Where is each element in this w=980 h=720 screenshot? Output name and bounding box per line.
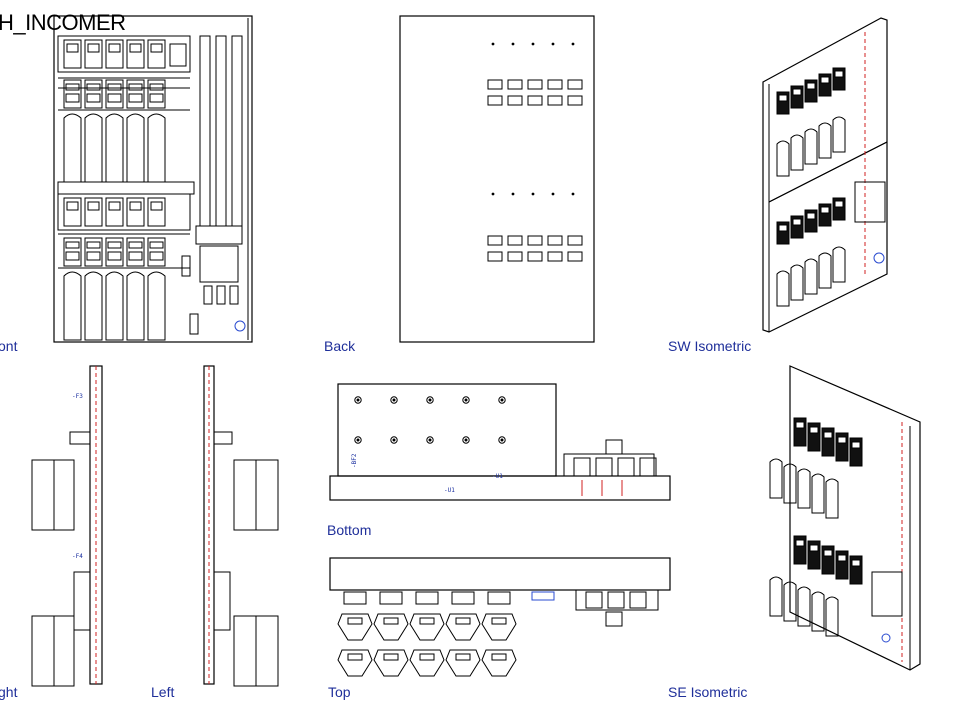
se-isometric-label: SE Isometric	[668, 684, 748, 700]
se-isometric-view[interactable]	[760, 362, 930, 674]
svg-text:-U1: -U1	[492, 473, 503, 480]
back-mounting-points	[487, 42, 583, 262]
sw-isometric-label: SW Isometric	[668, 338, 752, 354]
right-view[interactable]: -F3 -F4	[28, 362, 108, 688]
left-view-label: Left	[151, 684, 175, 700]
bottom-components	[354, 396, 657, 496]
top-components	[337, 589, 659, 677]
drawing-title: H_INCOMER	[0, 10, 126, 35]
bottom-u1-tag: -U1	[444, 487, 455, 494]
sw-iso-components	[768, 32, 888, 307]
se-iso-components	[769, 417, 903, 662]
sw-iso-enclosure	[762, 17, 888, 333]
front-breaker-grid	[57, 18, 249, 341]
top-view-label: Top	[328, 684, 351, 700]
right-view-label: ght	[0, 684, 18, 700]
left-view[interactable]	[200, 362, 282, 688]
se-iso-enclosure	[789, 365, 921, 671]
bottom-view-label: Bottom	[327, 522, 372, 538]
back-view[interactable]	[398, 14, 598, 346]
front-panel-outline	[53, 15, 253, 343]
svg-text:-F3: -F3	[72, 393, 83, 400]
front-view[interactable]	[50, 14, 260, 346]
bottom-view[interactable]: -U1 -U1 -BF2	[324, 370, 674, 510]
front-view-label: ont	[0, 338, 18, 354]
top-view[interactable]	[324, 552, 674, 684]
back-panel-outline	[399, 15, 595, 343]
back-view-label: Back	[324, 338, 356, 354]
sw-isometric-view[interactable]	[755, 12, 905, 334]
svg-text:-F4: -F4	[72, 553, 83, 560]
bottom-ref-tag: -BF2	[351, 453, 358, 468]
